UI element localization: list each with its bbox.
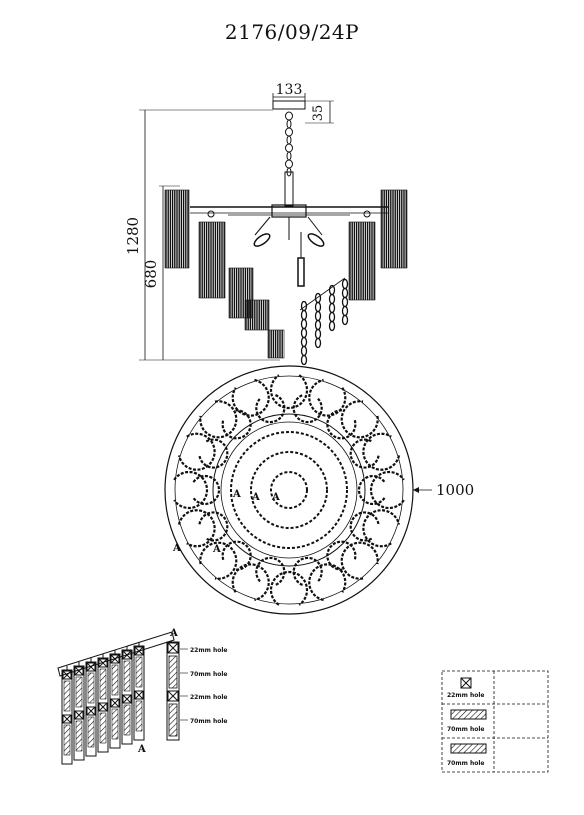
- outer-scallop: [269, 374, 309, 410]
- plan-view: A A A A A 1000: [164, 365, 474, 615]
- hatched-bar-icon: [450, 743, 487, 754]
- inner-scallop: [357, 474, 386, 506]
- detail-strand: [109, 650, 121, 749]
- inner-scallop: [198, 438, 229, 469]
- inner-scallop: [292, 556, 323, 586]
- single-strand-section: [166, 641, 180, 741]
- top-width-dimension: 133: [272, 82, 306, 101]
- diameter-label: 1000: [436, 481, 474, 499]
- outer-scallop: [340, 541, 379, 580]
- center-drape-3: [267, 329, 285, 359]
- outer-scallop: [199, 400, 238, 439]
- middle-ring: [212, 413, 366, 567]
- legend-item-label: 70mm hole: [447, 726, 484, 733]
- crystal-ring-3: [230, 431, 348, 549]
- section-marker: A: [137, 744, 146, 755]
- detail-strand: [97, 654, 109, 753]
- total-height-label: 1280: [124, 217, 142, 255]
- inner-scallop: [221, 540, 252, 571]
- crystal-strands: [299, 277, 349, 366]
- crystal-ring-1: [270, 471, 308, 509]
- outer-scallop: [231, 563, 270, 602]
- inner-scallop: [326, 409, 357, 440]
- detail-label: 70mm hole: [190, 718, 227, 725]
- top-height-label: 35: [311, 105, 326, 122]
- right-inner-drape: [348, 221, 376, 301]
- right-outer-drape: [380, 189, 408, 269]
- section-marker: A: [232, 489, 241, 500]
- inner-scallop: [326, 540, 357, 571]
- top-height-dimension: 35: [305, 100, 334, 124]
- outer-ring: [164, 365, 414, 615]
- inner-scallop: [192, 474, 221, 506]
- outer-scallop: [177, 432, 216, 471]
- crossed-square-icon: [460, 677, 472, 689]
- crystal-ring-2: [250, 451, 328, 529]
- crystal-drapes: [164, 189, 408, 359]
- outer-scallop: [269, 570, 309, 606]
- top-width-label: 133: [276, 82, 303, 98]
- detail-strand: [73, 662, 85, 761]
- legend-item-label: 70mm hole: [447, 760, 484, 767]
- frame-arms: [190, 204, 388, 240]
- section-marker: A: [251, 492, 260, 503]
- body-height-dimension: 680: [142, 185, 180, 360]
- outer-ring-inner: [174, 375, 404, 605]
- crystal-scallops: [173, 374, 405, 606]
- hatched-bar-icon: [450, 709, 487, 720]
- detail-label: 22mm hole: [190, 694, 227, 701]
- detail-strand: [61, 666, 73, 765]
- detail-mounting-bar: [57, 631, 175, 677]
- legend-table: 22mm hole 70mm hole 70mm hole: [441, 670, 549, 773]
- body-height-label: 680: [142, 260, 160, 289]
- legend-item-label: 22mm hole: [447, 692, 484, 699]
- outer-scallop: [173, 470, 209, 510]
- section-markers: A A A A A: [172, 489, 280, 555]
- outer-scallop: [308, 378, 347, 417]
- outer-scallop: [340, 400, 379, 439]
- side-elevation-view: 133 35: [124, 82, 408, 366]
- section-marker: A: [169, 628, 178, 639]
- suspension-chain: [285, 111, 293, 177]
- outer-scallop: [369, 470, 405, 510]
- crystal-detail-view: A A 22mm hole 70mm hole 22mm hole 70mm h…: [57, 628, 227, 765]
- inner-scallop: [349, 511, 380, 542]
- outer-scallop: [362, 432, 401, 471]
- detail-crystal-strands: [61, 642, 145, 765]
- ceiling-canopy: [272, 100, 306, 110]
- inner-scallop: [255, 394, 286, 424]
- detail-strand: [85, 658, 97, 757]
- left-outer-drape: [164, 189, 190, 269]
- center-drape-2: [244, 299, 270, 331]
- outer-scallop: [199, 541, 238, 580]
- detail-labels: 22mm hole 70mm hole 22mm hole 70mm hole: [180, 647, 227, 725]
- detail-label: 22mm hole: [190, 647, 227, 654]
- inner-scallop: [255, 556, 286, 586]
- candle-bulbs: [253, 232, 325, 287]
- inner-scallop: [349, 438, 380, 469]
- center-drape-1: [228, 267, 254, 319]
- model-number-title: 2176/09/24P: [224, 20, 360, 44]
- section-marker: A: [271, 492, 280, 503]
- section-marker: A: [172, 543, 181, 554]
- outer-scallop: [362, 509, 401, 548]
- inner-scallop: [292, 394, 323, 424]
- outer-scallop: [177, 509, 216, 548]
- section-marker: A: [212, 544, 221, 555]
- detail-strand: [121, 646, 133, 745]
- inner-scallop: [198, 511, 229, 542]
- detail-strand: [133, 642, 145, 741]
- inner-scallop: [221, 409, 252, 440]
- left-inner-drape: [198, 221, 226, 299]
- detail-label: 70mm hole: [190, 671, 227, 678]
- center-stem: [284, 171, 294, 207]
- diameter-dimension: 1000: [413, 481, 474, 499]
- total-height-dimension: 1280: [124, 109, 280, 361]
